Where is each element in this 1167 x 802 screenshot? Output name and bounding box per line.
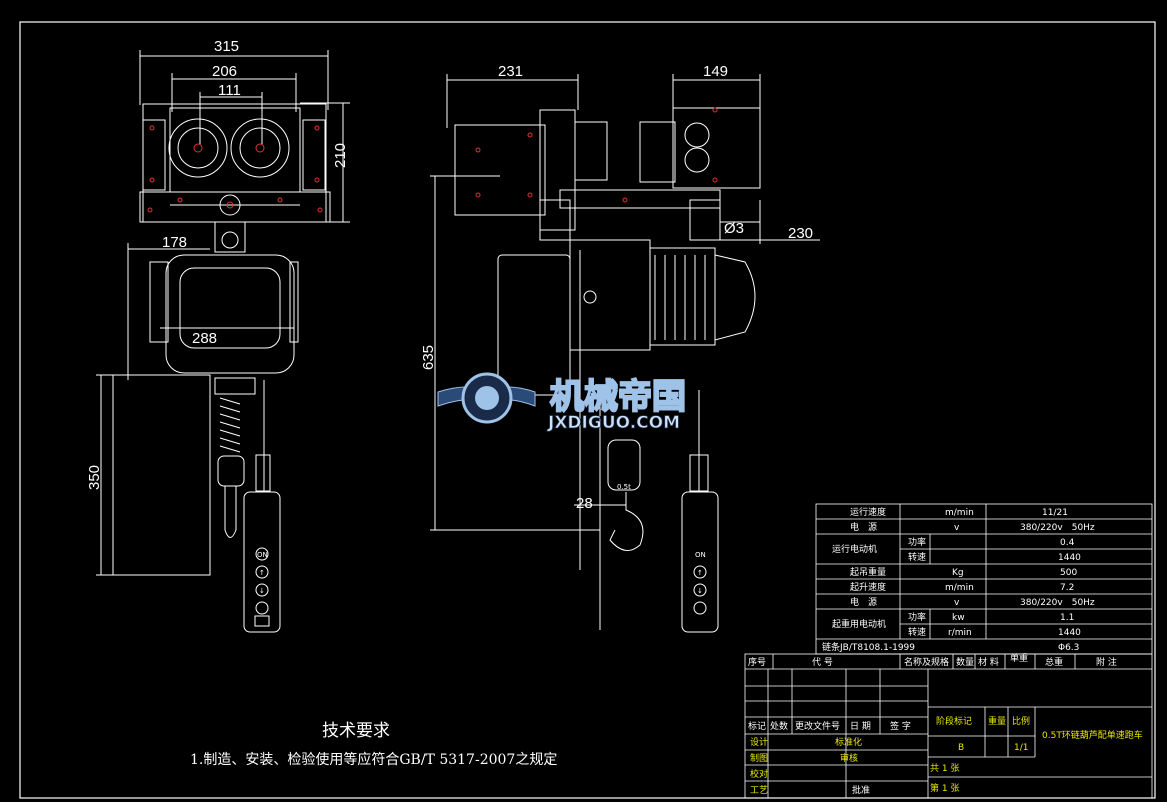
svg-text:运行电动机: 运行电动机	[832, 543, 877, 555]
svg-text:比例: 比例	[1012, 715, 1030, 727]
svg-text:名称及规格: 名称及规格	[904, 656, 949, 668]
dim-288: 288	[192, 330, 217, 347]
svg-text:B: B	[958, 743, 964, 753]
svg-text:转速: 转速	[908, 626, 926, 638]
svg-text:380/220v 50Hz: 380/220v 50Hz	[1020, 523, 1095, 533]
svg-text:材 料: 材 料	[978, 656, 999, 668]
svg-text:Kg: Kg	[952, 568, 964, 578]
svg-text:1440: 1440	[1058, 553, 1081, 563]
svg-text:处数: 处数	[770, 720, 788, 732]
svg-text:0.5T环链葫芦配单速跑车: 0.5T环链葫芦配单速跑车	[1042, 729, 1143, 741]
notes-line1: 1.制造、安装、检验使用等应符合GB/T 5317-2007之规定	[190, 751, 557, 768]
notes-title: 技术要求	[322, 721, 390, 741]
pendant-side-down: ↓	[697, 587, 703, 595]
svg-text:0.4: 0.4	[1060, 538, 1075, 548]
svg-text:500: 500	[1060, 568, 1077, 578]
svg-text:单重: 单重	[1010, 652, 1028, 664]
dim-149: 149	[703, 63, 728, 80]
dim-210: 210	[332, 143, 349, 168]
sheet-border	[19, 21, 1156, 799]
svg-text:380/220v 50Hz: 380/220v 50Hz	[1020, 598, 1095, 608]
watermark-cn: 机械帝国	[550, 377, 686, 417]
svg-text:kw: kw	[952, 613, 965, 623]
svg-text:校对: 校对	[750, 768, 768, 780]
svg-text:序号: 序号	[748, 656, 766, 668]
watermark-en: JXDIGUO.COM	[547, 413, 680, 433]
svg-text:工艺: 工艺	[750, 785, 768, 796]
svg-text:运行速度: 运行速度	[850, 506, 886, 518]
hook-capacity: 0.5t	[617, 483, 631, 491]
svg-text:代 号: 代 号	[812, 657, 833, 668]
side-view	[430, 74, 820, 633]
svg-text:设计: 设计	[750, 736, 768, 748]
dim-178: 178	[162, 234, 187, 251]
svg-text:数量: 数量	[956, 656, 974, 668]
svg-text:阶段标记: 阶段标记	[936, 715, 972, 727]
dim-635: 635	[420, 345, 437, 370]
dim-315: 315	[214, 38, 239, 55]
svg-text:审核: 审核	[840, 752, 858, 764]
svg-text:重量: 重量	[988, 715, 1006, 727]
dim-230: 230	[788, 225, 813, 242]
svg-text:起升速度: 起升速度	[850, 581, 886, 593]
svg-text:批准: 批准	[852, 784, 870, 796]
pendant-front-up: ↑	[259, 569, 265, 577]
dim-111: 111	[218, 82, 241, 99]
svg-text:标准化: 标准化	[835, 736, 862, 748]
svg-text:电 源: 电 源	[850, 521, 877, 533]
svg-text:Φ6.3: Φ6.3	[1058, 643, 1079, 653]
dim-28: 28	[576, 495, 593, 512]
svg-text:共 1 张: 共 1 张	[930, 763, 959, 774]
dim-231: 231	[498, 63, 523, 80]
svg-text:电 源: 电 源	[850, 596, 877, 608]
dim-206: 206	[212, 63, 237, 80]
front-dimensions: 315 206 111 210 178 288 350	[86, 38, 349, 490]
spec-table-text: 运行速度 m/min 11/21 电 源 v 380/220v 50Hz 运行电…	[822, 506, 1095, 653]
pendant-front-down: ↓	[259, 587, 265, 595]
watermark-logo: 机械帝国 JXDIGUO.COM	[437, 372, 687, 433]
spec-table	[815, 503, 1153, 655]
front-view	[96, 50, 350, 633]
svg-text:更改文件号: 更改文件号	[795, 720, 840, 732]
side-dimensions: 231 149 Ø3 230 635 28 0.5t	[420, 63, 813, 512]
svg-text:起重用电动机: 起重用电动机	[832, 618, 886, 630]
svg-text:功率: 功率	[908, 611, 926, 623]
svg-text:签 字: 签 字	[890, 720, 911, 732]
svg-text:附 注: 附 注	[1096, 656, 1117, 668]
svg-text:制图: 制图	[750, 752, 768, 764]
svg-text:起吊重量: 起吊重量	[850, 566, 886, 578]
svg-text:标记: 标记	[748, 720, 766, 732]
svg-text:m/min: m/min	[945, 583, 974, 593]
svg-text:链条JB/T8108.1-1999: 链条JB/T8108.1-1999	[822, 641, 915, 653]
svg-text:转速: 转速	[908, 551, 926, 563]
svg-text:总重: 总重	[1045, 656, 1063, 668]
pendant-front-on: ON	[257, 551, 268, 559]
svg-text:m/min: m/min	[945, 508, 974, 518]
title-block-text: 序号 代 号 名称及规格 数量 材 料 单重 总重 附 注 标记 处数 更改文件…	[748, 652, 1143, 796]
pendant-side-on: ON	[695, 551, 706, 559]
svg-text:r/min: r/min	[948, 628, 972, 638]
svg-text:11/21: 11/21	[1042, 508, 1068, 518]
pendant-labels: ON ↑ ↓ ON ↑ ↓	[257, 551, 706, 595]
svg-text:日 期: 日 期	[850, 721, 871, 732]
svg-text:1440: 1440	[1058, 628, 1081, 638]
svg-text:功率: 功率	[908, 536, 926, 548]
svg-text:第 1 张: 第 1 张	[930, 782, 959, 794]
dim-diameter: Ø3	[724, 220, 744, 237]
pendant-side-up: ↑	[697, 569, 703, 577]
title-block	[744, 653, 1153, 799]
dim-350: 350	[86, 465, 103, 490]
svg-text:v: v	[954, 598, 960, 608]
svg-text:1/1: 1/1	[1014, 743, 1028, 753]
svg-text:v: v	[954, 523, 960, 533]
svg-text:7.2: 7.2	[1060, 583, 1074, 593]
svg-text:1.1: 1.1	[1060, 613, 1074, 623]
